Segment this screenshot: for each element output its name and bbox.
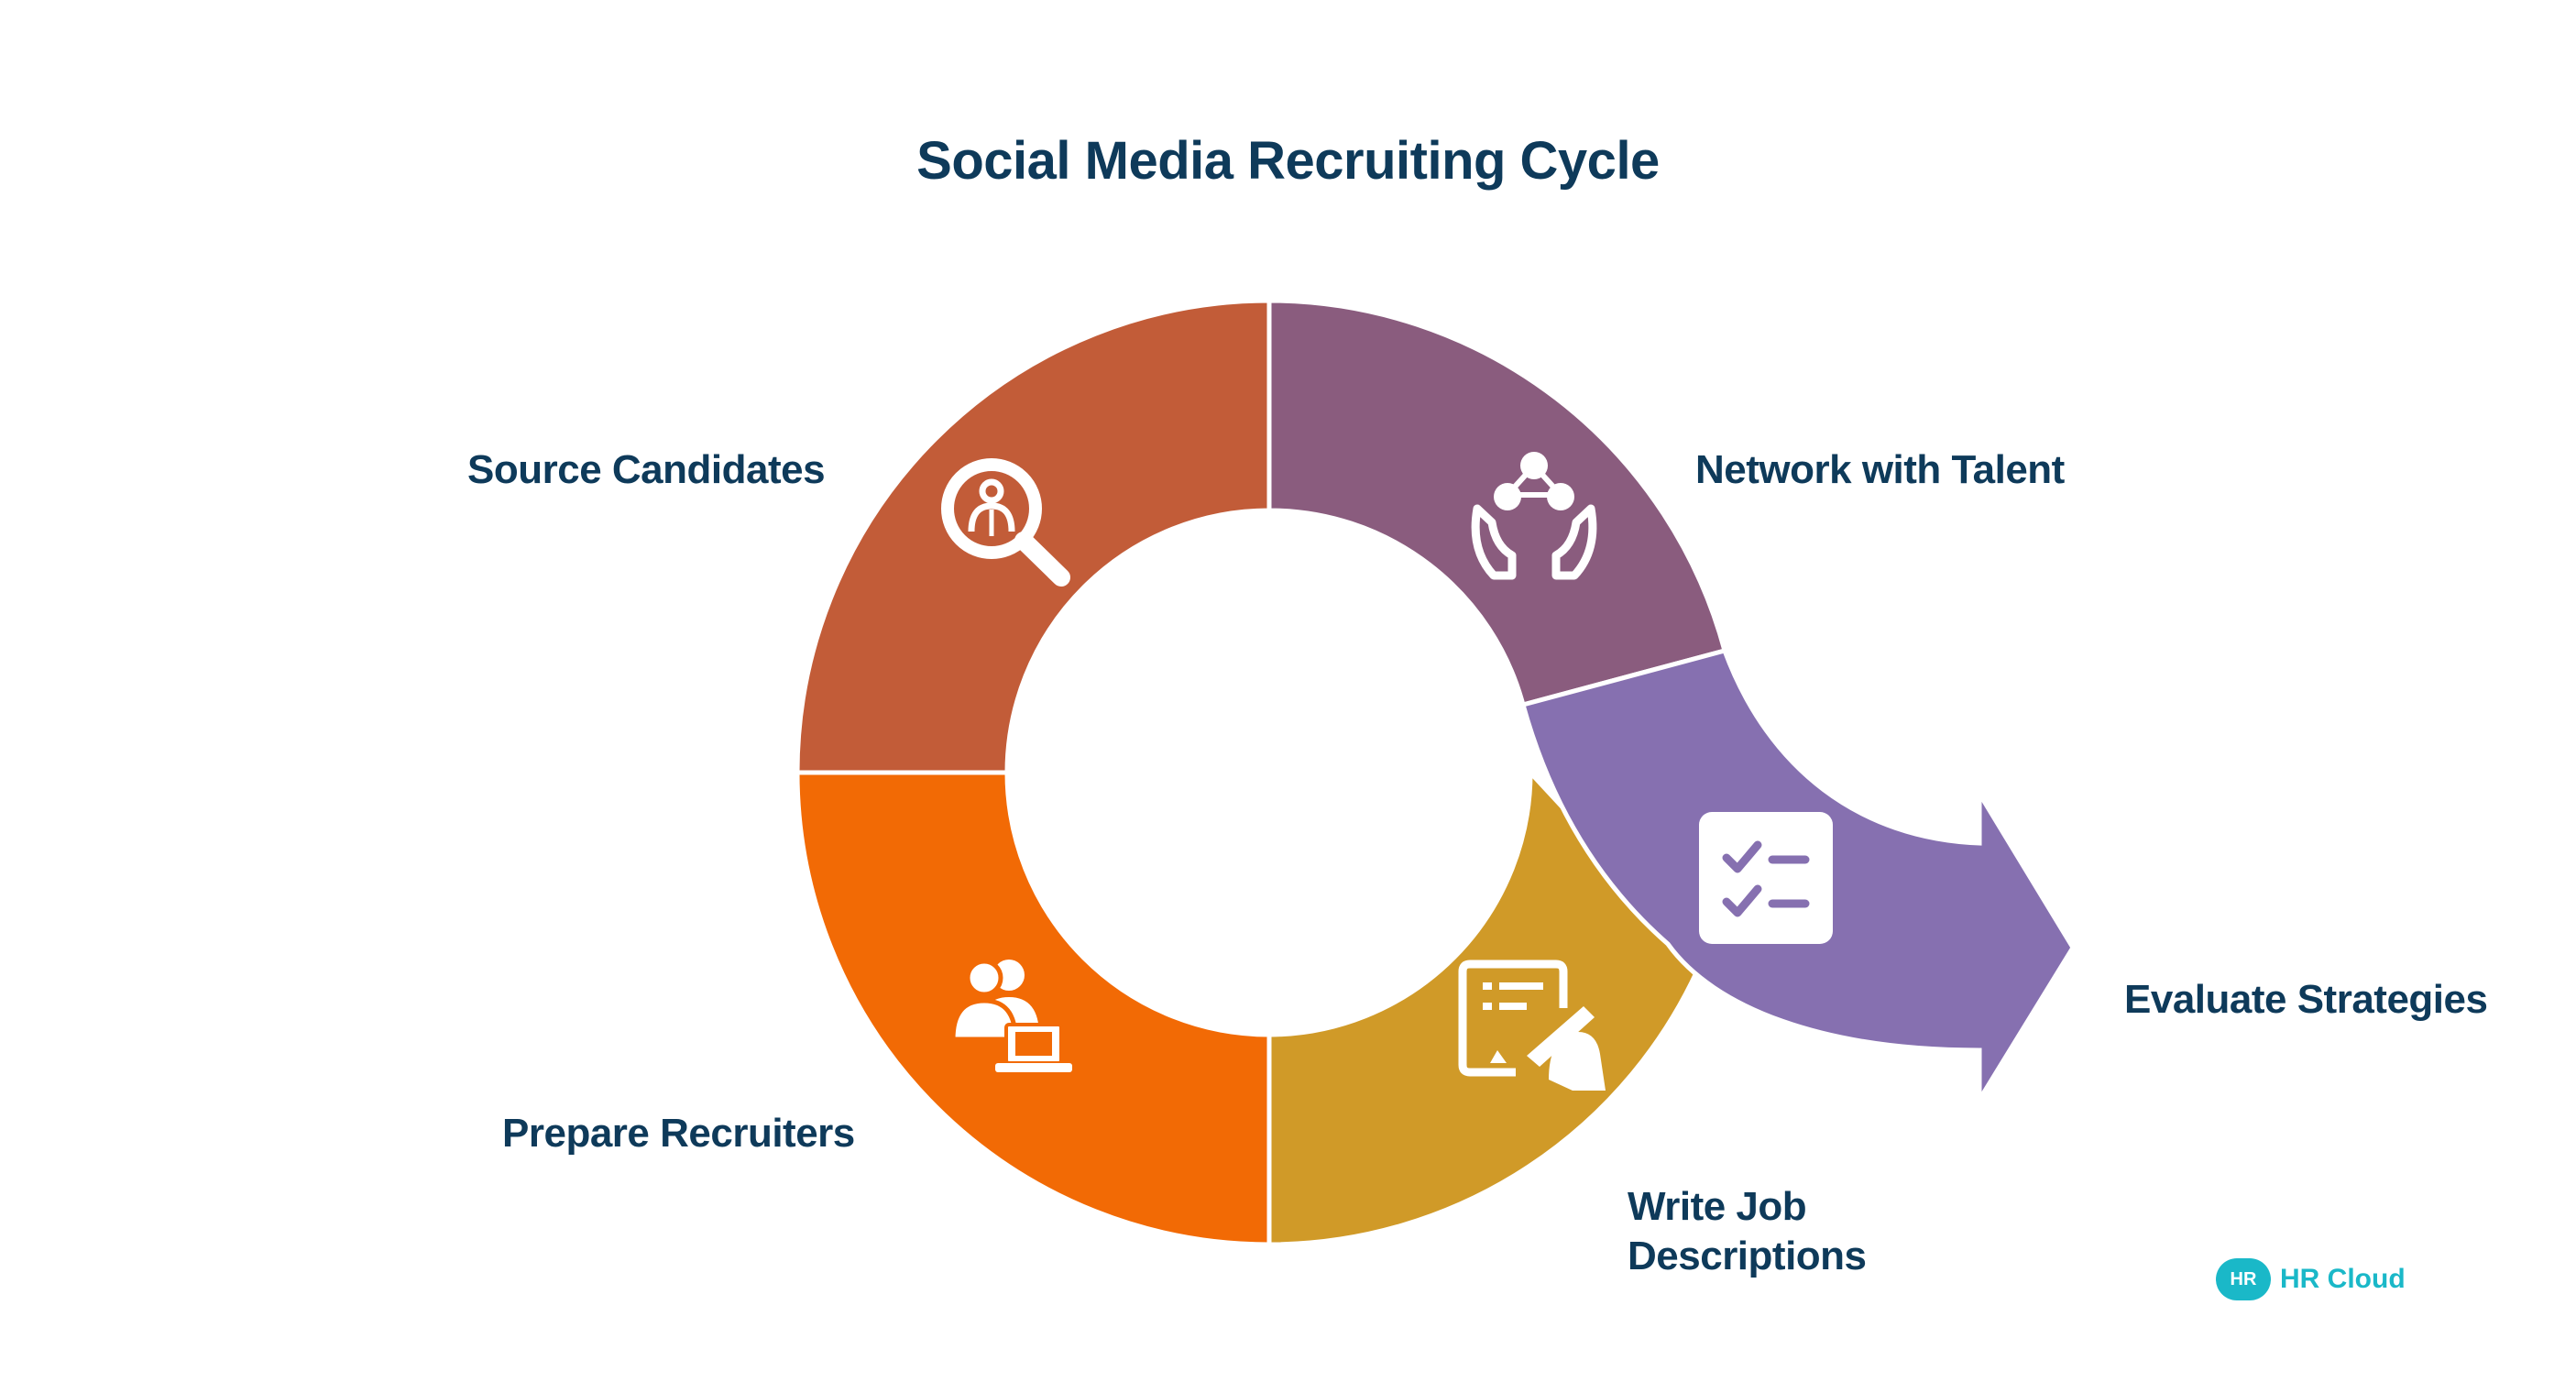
- label-prepare-recruiters: Prepare Recruiters: [502, 1111, 855, 1156]
- label-write-job-descriptions: Write Job Descriptions: [1628, 1182, 1867, 1281]
- page-title: Social Media Recruiting Cycle: [916, 131, 1660, 191]
- recruiter-laptop-icon: [950, 959, 1072, 1072]
- logo-text: HR Cloud: [2280, 1264, 2406, 1294]
- hr-cloud-logo: HR HR Cloud: [2216, 1257, 2406, 1301]
- network-hands-icon: [1471, 452, 1597, 580]
- label-source-candidates: Source Candidates: [467, 447, 826, 492]
- checklist-icon: [1699, 812, 1833, 944]
- segment-prepare-recruiters: [795, 770, 1272, 1247]
- label-write-job-line1: Write Job: [1628, 1184, 1807, 1229]
- label-write-job-line2: Descriptions: [1628, 1234, 1867, 1278]
- label-network-with-talent: Network with Talent: [1695, 447, 2065, 492]
- document-writing-icon: [1458, 960, 1606, 1091]
- logo-cloud-badge: HR: [2216, 1258, 2271, 1300]
- label-evaluate-strategies: Evaluate Strategies: [2124, 977, 2488, 1022]
- search-candidate-icon: [941, 458, 1070, 587]
